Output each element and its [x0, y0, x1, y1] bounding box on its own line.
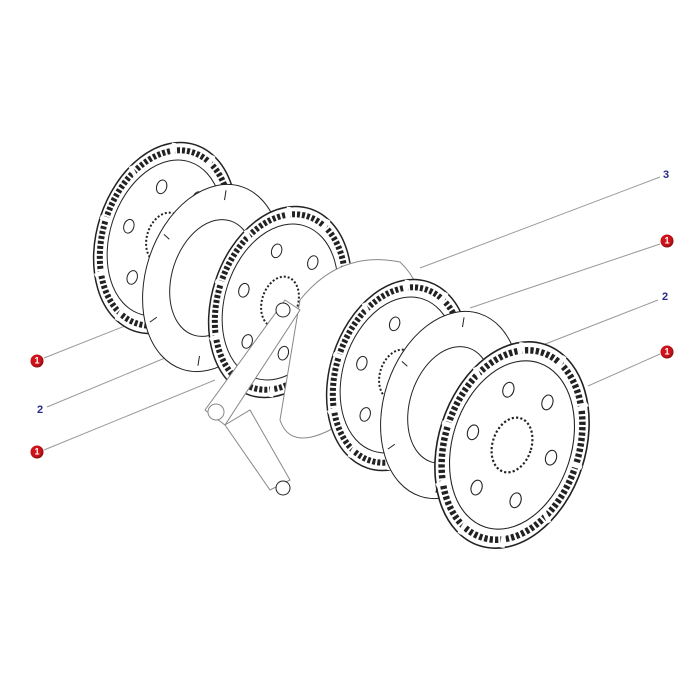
bolt — [275, 480, 291, 496]
friction-groove — [361, 302, 372, 317]
steel-plate-notch — [163, 234, 170, 240]
friction-groove — [435, 476, 451, 488]
callout-1-left-upper[interactable]: 1 — [30, 354, 44, 368]
friction-groove — [540, 508, 552, 524]
steel-plate-notch — [149, 316, 158, 323]
disc-hole — [466, 424, 480, 441]
friction-groove — [472, 366, 484, 382]
friction-groove — [573, 402, 589, 414]
disc-hole — [123, 218, 135, 234]
friction-groove — [347, 441, 360, 459]
friction-groove — [568, 461, 583, 470]
friction-groove — [436, 291, 449, 309]
lever-link — [224, 409, 291, 491]
friction-groove — [326, 404, 342, 415]
friction-groove — [243, 229, 254, 244]
friction-groove — [517, 342, 524, 361]
callout-1-left-lower[interactable]: 1 — [30, 445, 44, 459]
friction-disc-4 — [434, 341, 590, 549]
disc-hole — [307, 255, 319, 270]
leader-line — [419, 176, 661, 269]
disc-hole — [541, 394, 554, 411]
friction-groove — [441, 420, 456, 429]
disc-hole — [356, 355, 368, 371]
disc-hole — [270, 243, 283, 259]
friction-groove — [99, 215, 113, 223]
friction-groove — [93, 267, 109, 278]
disc-hole — [241, 334, 253, 349]
pivot — [207, 403, 225, 421]
friction-groove — [208, 331, 224, 342]
disc-hole — [126, 270, 138, 285]
leader-line — [529, 299, 659, 351]
callout-1-right-lower[interactable]: 1 — [660, 345, 674, 359]
friction-groove — [128, 165, 139, 180]
steel-plate-notch — [401, 361, 408, 367]
callout-1-right-upper[interactable]: 1 — [660, 234, 674, 248]
steel-plate-notch — [387, 443, 396, 450]
disc-hole — [359, 407, 371, 422]
friction-groove — [500, 529, 507, 548]
callout-3-right[interactable]: 3 — [662, 169, 670, 181]
callout-2-left[interactable]: 2 — [36, 404, 44, 416]
callout-2-right[interactable]: 2 — [661, 291, 669, 303]
friction-groove — [332, 352, 346, 360]
disc-hole — [509, 492, 522, 509]
steel-plate-notch — [462, 317, 465, 328]
leader-line — [46, 357, 166, 408]
leader-line — [43, 379, 216, 451]
disc-hole — [238, 282, 250, 298]
bolt — [275, 302, 291, 318]
friction-groove — [269, 380, 275, 398]
disc-hole — [155, 179, 168, 195]
friction-groove — [214, 279, 228, 287]
friction-groove — [457, 517, 471, 535]
leader-line — [587, 353, 661, 387]
friction-groove — [170, 142, 176, 160]
leader-line — [469, 243, 661, 309]
spline-hub — [490, 416, 534, 474]
friction-groove — [114, 304, 127, 322]
friction-groove — [203, 154, 216, 172]
friction-groove — [553, 355, 567, 373]
disc-hole — [502, 381, 515, 398]
friction-groove — [403, 279, 409, 297]
friction-groove — [285, 206, 291, 224]
friction-groove — [318, 218, 331, 236]
steel-plate-notch — [224, 190, 227, 201]
disc-hole — [544, 449, 558, 466]
disc-hole — [388, 316, 401, 332]
steel-plate-notch — [197, 355, 200, 366]
disc-hole — [470, 479, 483, 496]
disc-hole — [277, 345, 290, 361]
